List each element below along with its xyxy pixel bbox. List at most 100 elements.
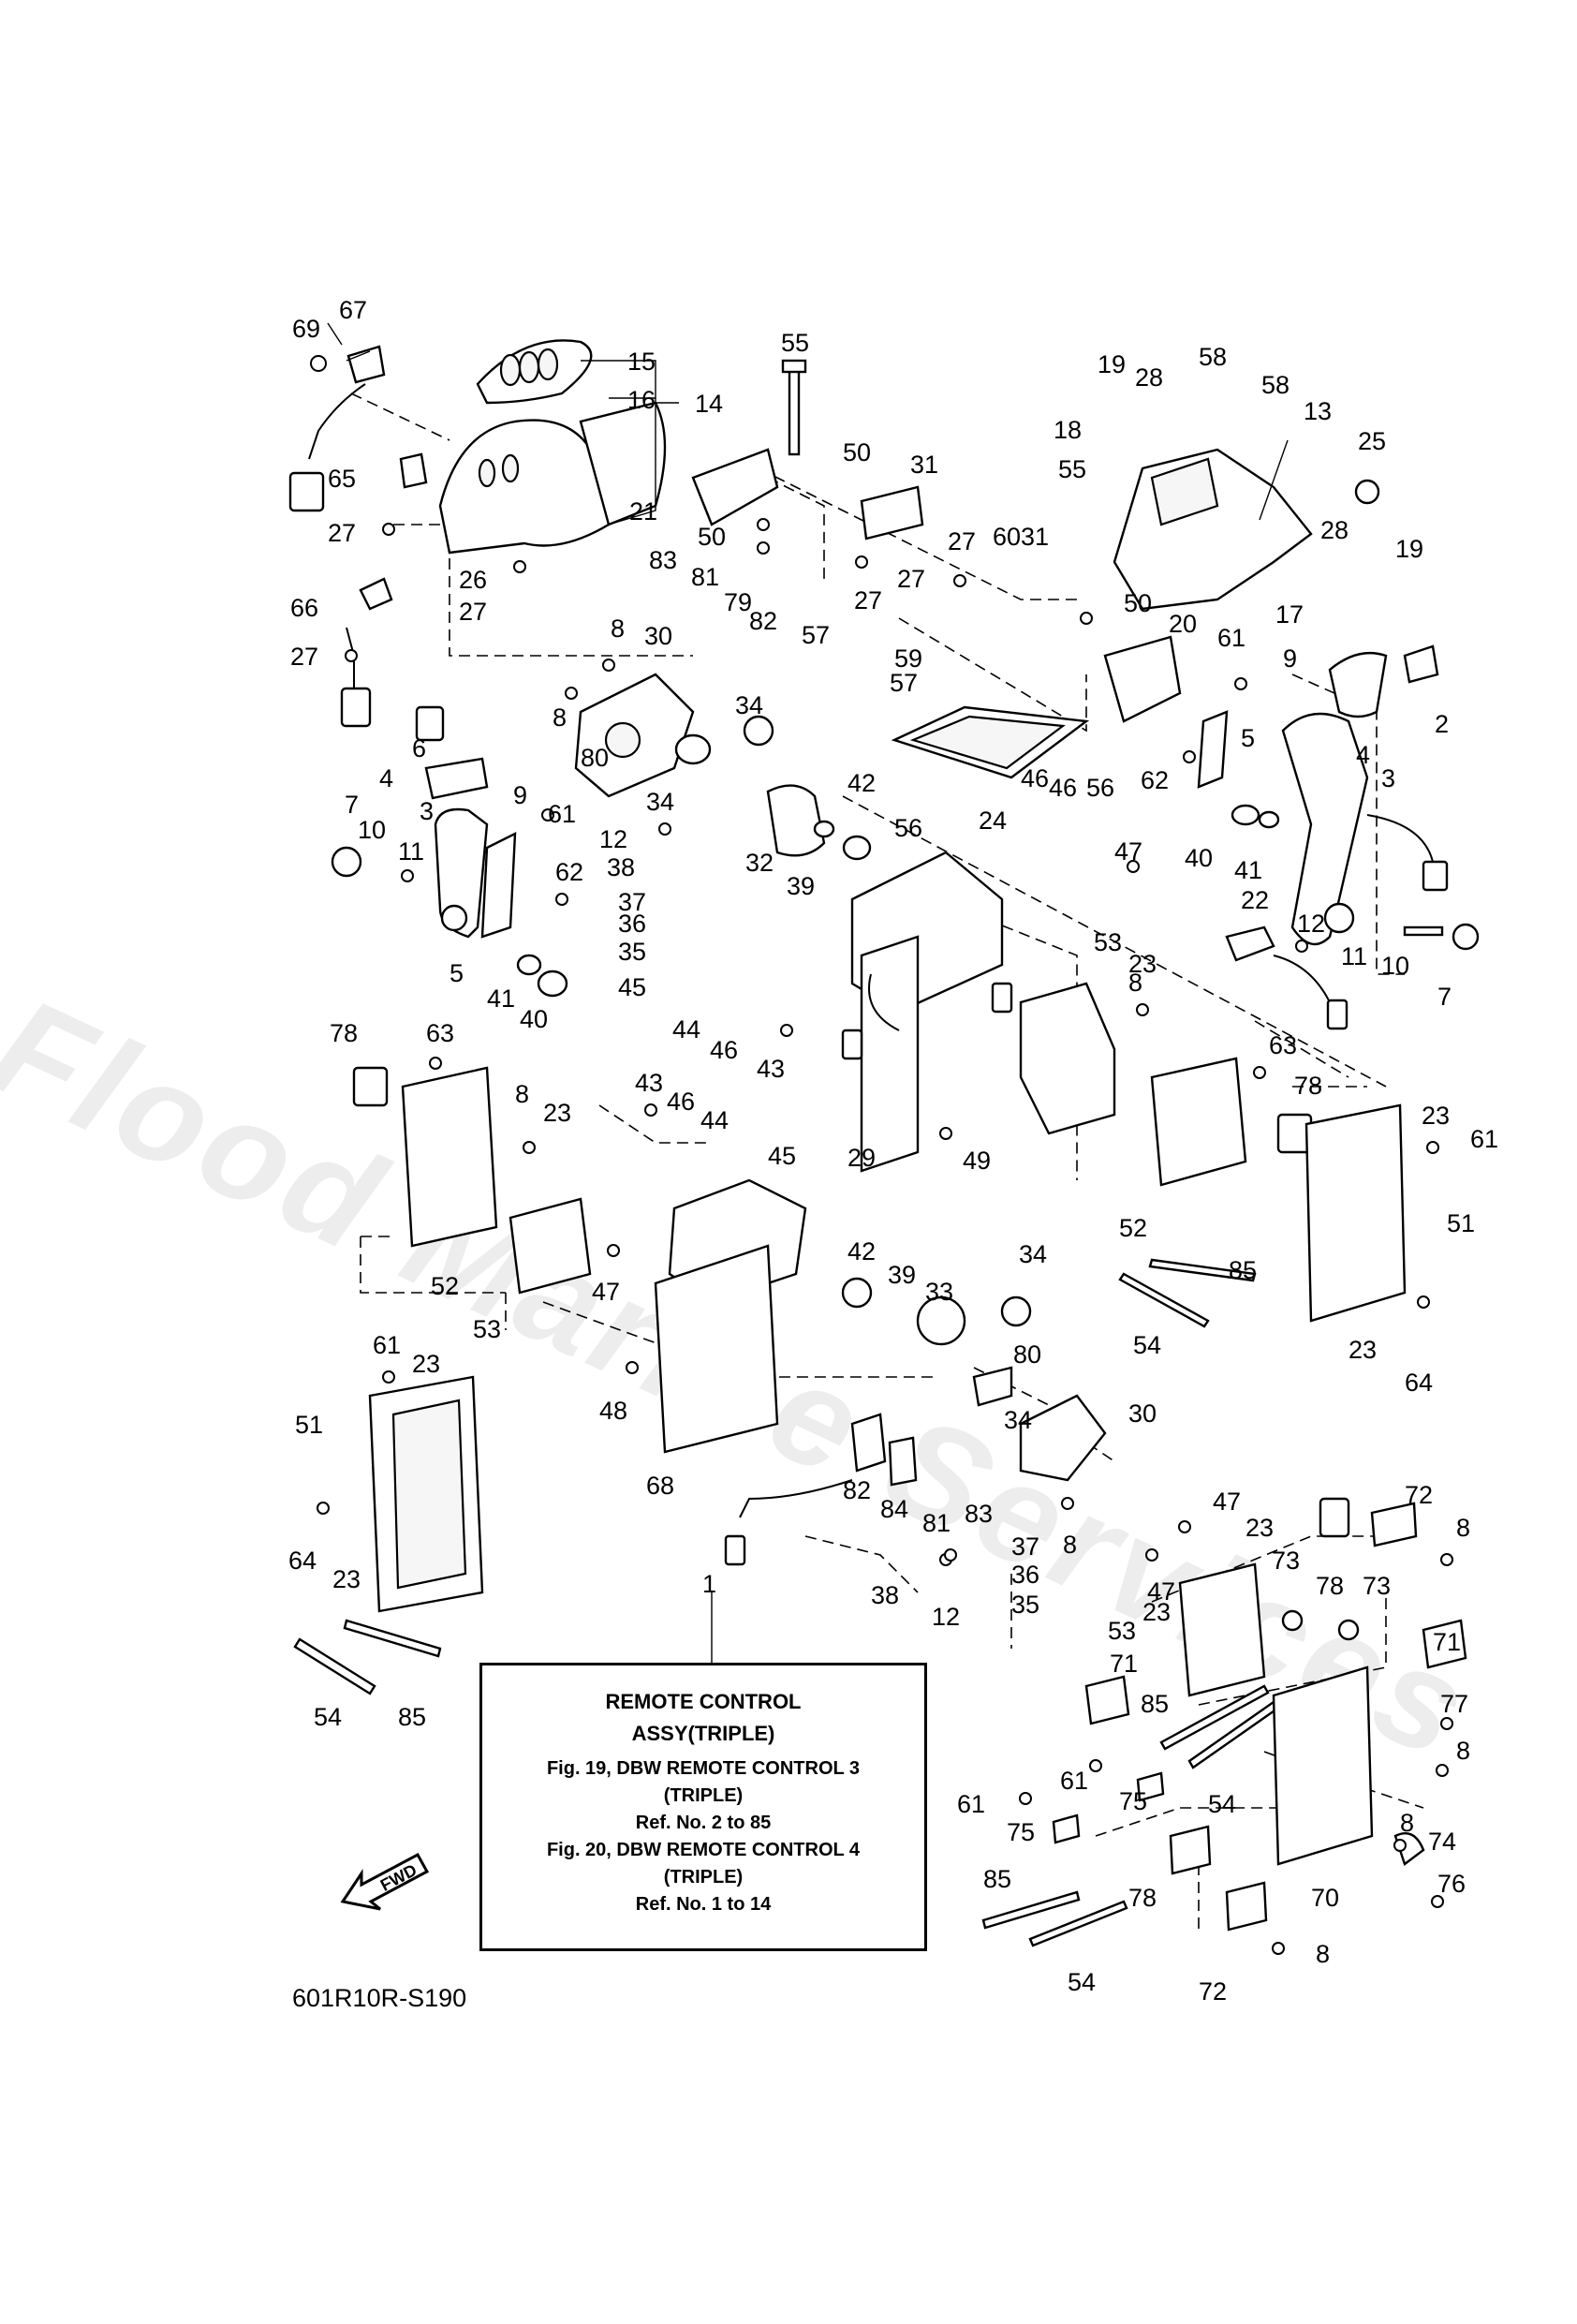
callout: 27 (290, 643, 318, 671)
callout: 37 (1011, 1532, 1039, 1561)
callout: 24 (979, 807, 1007, 835)
callout: 50 (1124, 589, 1152, 617)
callout: 55 (781, 329, 809, 357)
callout: 52 (1119, 1214, 1147, 1242)
callout: 76 (1437, 1870, 1466, 1898)
callout: 33 (925, 1278, 953, 1306)
callout: 31 (910, 451, 938, 479)
callout: 27 (328, 519, 356, 547)
callout: 41 (487, 984, 515, 1013)
callout: 81 (922, 1509, 951, 1537)
callout: 16 (627, 386, 656, 414)
callout: 63 (1269, 1031, 1297, 1059)
callout: 23 (1142, 1598, 1171, 1626)
callout: 35 (1011, 1591, 1039, 1619)
callout: 69 (292, 315, 320, 343)
callout: 32 (745, 849, 774, 877)
callout: 64 (288, 1547, 317, 1575)
callout: 8 (553, 703, 567, 732)
callout: 27 (854, 586, 882, 614)
diagram-code: 601R10R-S190 (292, 1984, 467, 2012)
callout: 17 (1275, 600, 1304, 629)
callout: 42 (847, 1237, 876, 1266)
callout: 30 (1128, 1399, 1157, 1428)
callout: 27 (459, 598, 487, 626)
callout: 40 (520, 1005, 548, 1033)
callout: 7 (1437, 983, 1452, 1011)
callout: 72 (1199, 1977, 1227, 2006)
callout: 85 (398, 1703, 426, 1731)
callout: 83 (649, 546, 677, 574)
callout: 42 (847, 769, 876, 797)
callout: 8 (611, 614, 625, 643)
callout: 30 (644, 622, 672, 650)
callout: 63 (426, 1019, 454, 1047)
callout: 40 (1185, 844, 1213, 872)
callout: 11 (398, 837, 424, 866)
callout: 19 (1098, 350, 1126, 378)
callout: 66 (290, 594, 318, 622)
callout: 28 (1320, 516, 1349, 544)
callout: 57 (802, 621, 830, 649)
info-line-3: Ref. No. 2 to 85 (635, 1813, 772, 1833)
callout: 31 (1021, 523, 1049, 551)
screw-markers (317, 518, 1453, 1955)
callout: 58 (1199, 343, 1227, 371)
callout: 13 (1304, 397, 1332, 425)
callout: 23 (1349, 1336, 1377, 1364)
callout: 35 (618, 938, 646, 966)
callout: 65 (328, 465, 356, 493)
callout: 80 (581, 744, 609, 772)
callout: 61 (957, 1790, 985, 1818)
info-box: REMOTE CONTROL ASSY(TRIPLE) Fig. 19, DBW… (479, 1663, 927, 1951)
callout: 78 (1294, 1072, 1322, 1100)
callout: 48 (599, 1397, 627, 1425)
callout: 51 (1447, 1209, 1475, 1237)
callout: 71 (1433, 1628, 1461, 1656)
callout: 8 (1400, 1809, 1414, 1837)
callout: 62 (555, 858, 583, 886)
callout: 26 (459, 566, 487, 594)
callout: 23 (1422, 1102, 1450, 1130)
callout: 72 (1405, 1481, 1433, 1509)
callout: 43 (757, 1055, 785, 1083)
callout: 28 (1135, 363, 1163, 392)
callout: 67 (339, 296, 367, 324)
callout: 58 (1261, 371, 1290, 399)
callout: 54 (1133, 1331, 1161, 1359)
callout: 34 (1004, 1406, 1032, 1434)
callout: 82 (749, 607, 777, 635)
callout: 78 (330, 1019, 358, 1047)
callout: 49 (963, 1147, 991, 1175)
callout: 6 (412, 734, 426, 762)
callout: 62 (1141, 766, 1169, 794)
callout: 3 (1381, 764, 1395, 792)
callout: 84 (880, 1495, 908, 1523)
callout: 60 (993, 523, 1021, 551)
callout: 47 (1147, 1577, 1175, 1606)
callout: 56 (894, 814, 922, 842)
callout: 78 (1128, 1884, 1157, 1912)
callout: 12 (599, 825, 627, 853)
callout: 25 (1358, 427, 1386, 455)
callout: 7 (345, 791, 359, 819)
callout: 38 (871, 1581, 899, 1609)
callout: 8 (515, 1080, 529, 1108)
callout: 5 (450, 959, 464, 987)
callout: 23 (412, 1350, 440, 1378)
fwd-arrow-icon: FWD (340, 1852, 430, 1911)
callout: 46 (1049, 774, 1077, 802)
callout: 39 (787, 872, 815, 900)
callout: 50 (843, 438, 871, 466)
callout: 44 (700, 1106, 729, 1134)
callout: 85 (1229, 1256, 1257, 1284)
callout: 57 (890, 669, 918, 697)
callout: 61 (1060, 1767, 1088, 1795)
callout: 39 (888, 1261, 916, 1289)
callout: 47 (1213, 1488, 1241, 1516)
callout: 34 (1019, 1240, 1047, 1268)
callout: 68 (646, 1472, 674, 1500)
callout: 2 (1435, 710, 1449, 738)
callout: 20 (1169, 610, 1197, 638)
